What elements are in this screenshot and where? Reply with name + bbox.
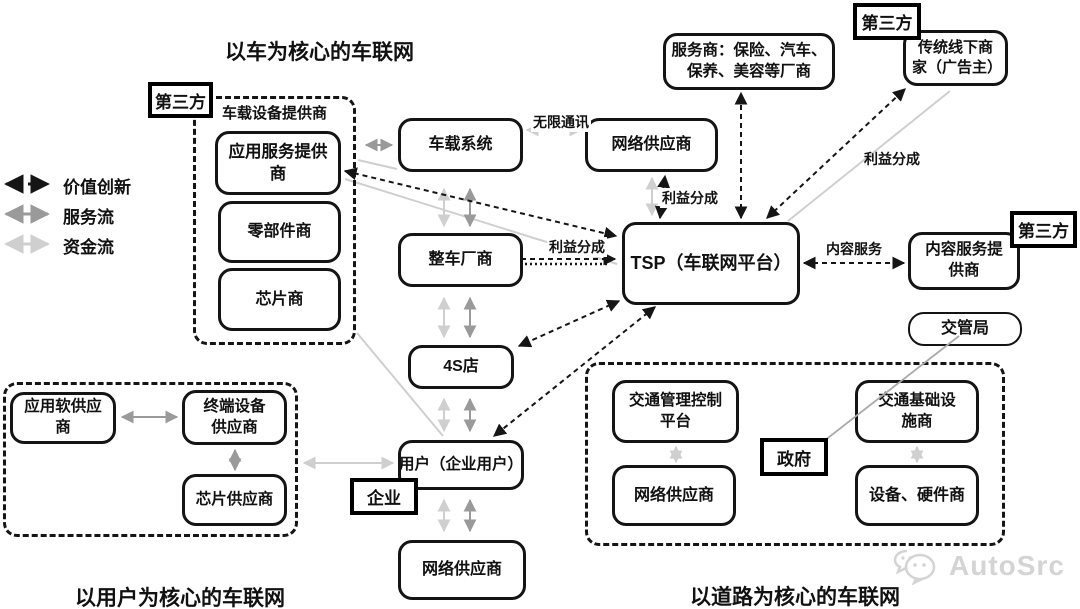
title-road-core: 以道路为核心的车联网 bbox=[690, 586, 900, 609]
group-device-providers-label: 车载设备提供商 bbox=[219, 102, 331, 123]
node-app-service-provider: 应用服务提供商 bbox=[215, 131, 341, 195]
autosrc-watermark-text: AutoSrc bbox=[949, 550, 1065, 581]
node-vehicle-system: 车载系统 bbox=[398, 118, 523, 172]
node-user: 用户（企业用户） bbox=[398, 440, 524, 490]
edge-label-profit-top: 利益分成 bbox=[660, 188, 720, 208]
node-4s-dealer: 4S店 bbox=[408, 345, 514, 389]
node-chip-vendor: 芯片商 bbox=[218, 268, 341, 331]
edge-money-devicegroup-vehiclesystem bbox=[357, 159, 398, 170]
node-chip-supplier: 芯片供应商 bbox=[182, 474, 287, 526]
group-road-core bbox=[585, 362, 1005, 546]
edge-value-tsp-user bbox=[492, 306, 657, 437]
tag-third-party-right: 第三方 bbox=[1010, 211, 1077, 248]
node-traffic-infrastructure: 交通基础设施商 bbox=[855, 380, 979, 443]
edge-value-tsp-offline bbox=[766, 88, 906, 219]
edge-money-devicegroup-user bbox=[356, 332, 444, 437]
tag-government: 政府 bbox=[760, 438, 828, 476]
node-equipment-hardware: 设备、硬件商 bbox=[855, 465, 979, 526]
node-service-providers: 服务商：保险、汽车、保养、美容等厂商 bbox=[663, 33, 835, 90]
node-network-provider-road: 网络供应商 bbox=[612, 465, 736, 526]
autosrc-watermark: AutoSrc bbox=[893, 547, 1065, 585]
tag-third-party-top: 第三方 bbox=[853, 3, 921, 40]
legend-label-value-innovation: 价值创新 bbox=[63, 178, 131, 197]
node-content-service-provider: 内容服务提供商 bbox=[908, 232, 1020, 290]
node-oem: 整车厂商 bbox=[398, 233, 523, 287]
edge-value-appservice-tsp bbox=[343, 167, 618, 240]
node-network-provider-bottom: 网络供应商 bbox=[398, 540, 526, 600]
node-traffic-mgmt-platform: 交通管理控制平台 bbox=[612, 380, 739, 443]
legend-label-service-flow: 服务流 bbox=[63, 208, 114, 227]
legend-label-money-flow: 资金流 bbox=[63, 238, 114, 257]
edge-label-profit-right: 利益分成 bbox=[864, 151, 920, 167]
node-terminal-device-supplier: 终端设备供应商 bbox=[182, 390, 287, 445]
node-traffic-bureau: 交管局 bbox=[908, 312, 1022, 346]
node-network-provider-top: 网络供应商 bbox=[585, 118, 718, 172]
edge-label-content-service: 内容服务 bbox=[824, 239, 884, 259]
node-tsp-platform: TSP（车联网平台） bbox=[622, 222, 800, 305]
edge-label-profit-mid: 利益分成 bbox=[547, 237, 607, 257]
tag-third-party-left: 第三方 bbox=[148, 82, 213, 118]
chat-bubbles-icon bbox=[893, 549, 936, 585]
title-user-core: 以用户为核心的车联网 bbox=[75, 587, 285, 609]
edge-value-tsp-dealer bbox=[517, 299, 621, 348]
node-parts-vendor: 零部件商 bbox=[218, 201, 341, 263]
group-user-core bbox=[3, 382, 298, 537]
tag-enterprise: 企业 bbox=[350, 478, 418, 515]
title-car-core: 以车为核心的车联网 bbox=[225, 41, 414, 64]
node-app-software-supplier: 应用软供应商 bbox=[10, 392, 116, 444]
edge-label-wireless: 无限通讯 bbox=[531, 112, 591, 132]
